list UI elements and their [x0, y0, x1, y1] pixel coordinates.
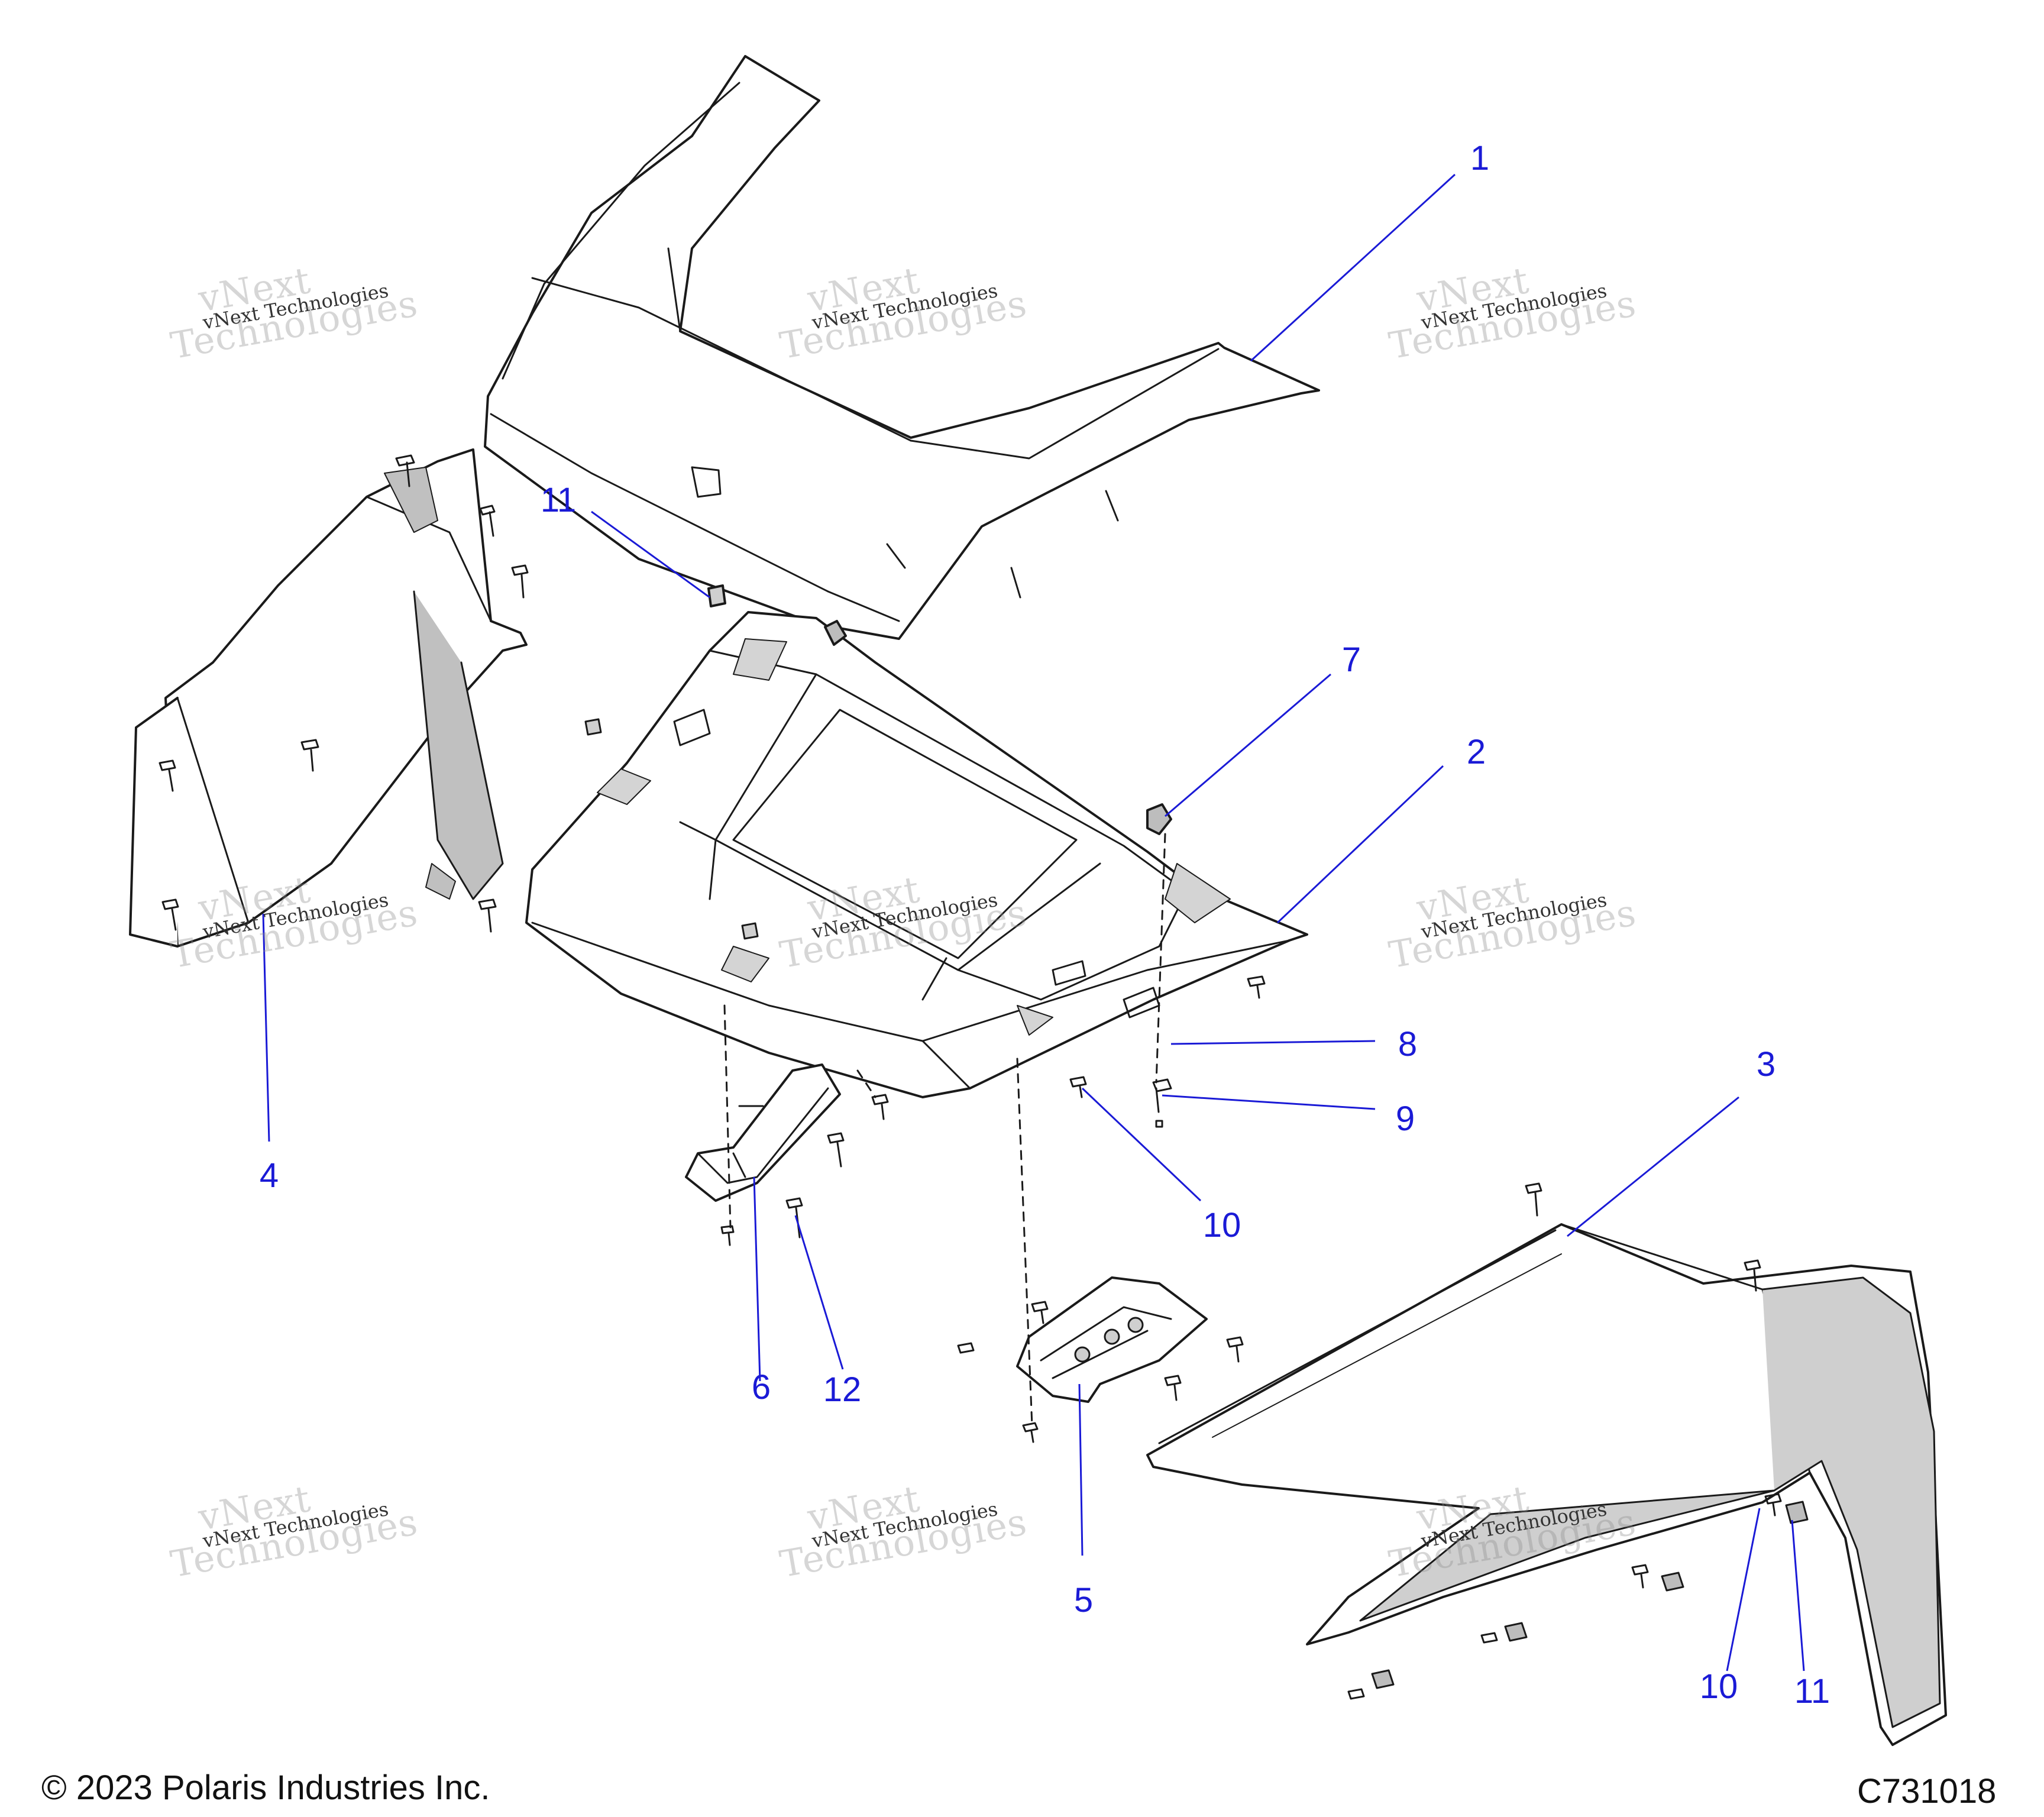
callout-10-lower: 10: [1699, 1667, 1738, 1706]
callout-12: 12: [823, 1370, 862, 1409]
center-bracket: [1016, 1276, 1208, 1403]
copyright-text: © 2023 Polaris Industries Inc.: [41, 1768, 490, 1807]
leader-lines: [262, 173, 1805, 1671]
callout-11-lower: 11: [1794, 1672, 1830, 1711]
callout-6: 6: [751, 1368, 771, 1407]
callout-3: 3: [1756, 1045, 1776, 1084]
left-bracket: [685, 1063, 841, 1202]
figure-id: C731018: [1857, 1772, 1997, 1810]
callout-5: 5: [1073, 1581, 1094, 1619]
clip-11-upper: [707, 584, 726, 607]
latch-7: [1146, 803, 1172, 835]
hood-support-panel: [525, 611, 1308, 1098]
callout-7: 7: [1341, 641, 1361, 679]
callout-2: 2: [1466, 733, 1486, 771]
callout-1: 1: [1470, 139, 1490, 177]
callout-4: 4: [259, 1156, 279, 1195]
left-fender: [129, 448, 528, 948]
callout-9: 9: [1395, 1100, 1415, 1138]
fasteners: [159, 454, 1809, 1700]
right-fender: [1146, 1223, 1947, 1746]
callout-8: 8: [1398, 1025, 1418, 1063]
hood-top-panel: [484, 55, 1320, 640]
callout-10-upper: 10: [1202, 1206, 1241, 1244]
callout-11-upper: 11: [540, 481, 577, 519]
alignment-lines: [723, 833, 1166, 1427]
